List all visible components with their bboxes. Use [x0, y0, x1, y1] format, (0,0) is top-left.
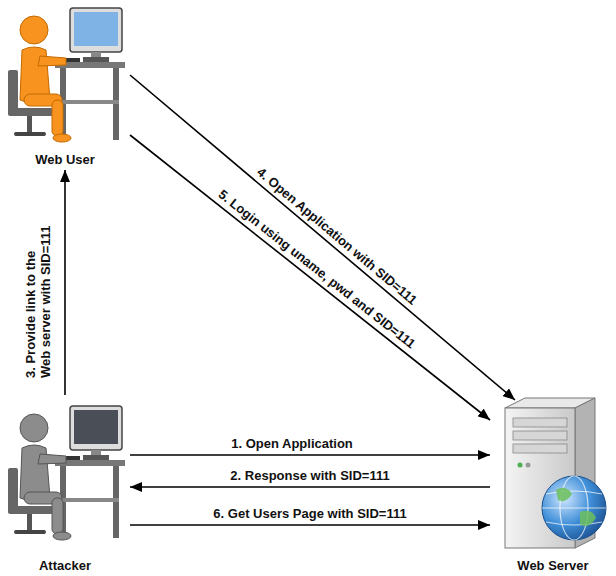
user-node: Web User [0, 0, 130, 170]
step-label: 2. Response with SID=111 [228, 468, 391, 483]
step-label: 3. Provide link to the Web server with S… [23, 186, 53, 380]
attacker-node: Attacker [0, 395, 130, 576]
user-figure [8, 8, 125, 142]
actor-label: Web User [35, 152, 95, 167]
attacker-figure [8, 406, 125, 540]
server-figure [505, 398, 606, 548]
actor-label: Web Server [517, 558, 588, 573]
arrow-connector [64, 170, 66, 395]
step-label: 6. Get Users Page with SID=111 [211, 506, 408, 521]
arrow-connector [130, 524, 490, 526]
arrow-connector [130, 486, 490, 488]
arrow-connector [130, 454, 490, 456]
arrow-connector [130, 135, 490, 420]
actor-label: Attacker [39, 558, 91, 573]
arrow-connector [130, 75, 515, 400]
step-label: 1. Open Application [229, 436, 355, 451]
server-node: Web Server [490, 400, 616, 576]
